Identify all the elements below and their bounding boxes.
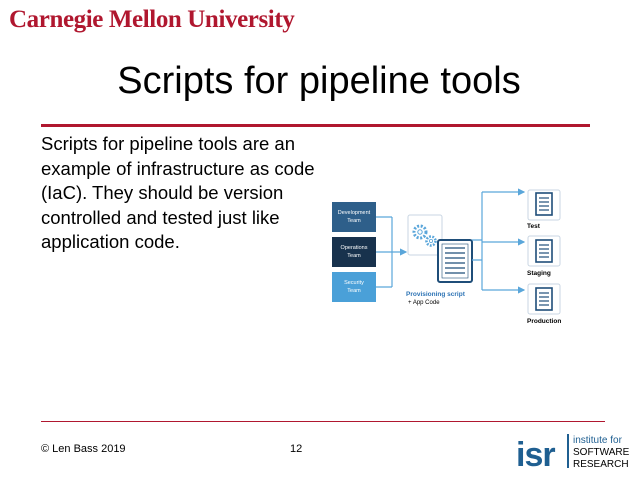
team-merge-connector <box>376 216 406 288</box>
team-label-line1: Development <box>338 210 371 216</box>
test-environment-icon <box>527 189 561 221</box>
script-document-icon <box>437 239 473 283</box>
script-label: Provisioning script <box>406 291 466 298</box>
team-box-operations: Operations Team <box>332 237 376 267</box>
isr-text-line2: SOFTWARE <box>573 447 630 458</box>
slide-title: Scripts for pipeline tools <box>117 60 521 102</box>
pipeline-diagram: Development Team Operations Team Securit… <box>332 188 561 325</box>
team-box-development: Development Team <box>332 202 376 232</box>
team-label-line1: Operations <box>341 245 368 251</box>
gears-icon <box>407 214 443 256</box>
footer-divider <box>41 421 605 422</box>
environment-connector <box>472 191 490 291</box>
environment-label-production: Production <box>527 318 561 325</box>
isr-logo: isr institute for SOFTWARE RESEARCH <box>516 434 630 472</box>
production-environment-icon <box>527 283 561 315</box>
team-label-line1: Security <box>344 280 364 286</box>
isr-text-line3: RESEARCH <box>573 459 629 470</box>
team-label-line2: Team <box>347 288 361 294</box>
team-label-line2: Team <box>347 253 361 259</box>
script-sublabel: + App Code <box>408 300 440 306</box>
slide-body-text: Scripts for pipeline tools are an exampl… <box>41 133 315 253</box>
page-number: 12 <box>290 443 303 455</box>
environment-label-staging: Staging <box>527 270 551 277</box>
staging-environment-icon <box>527 235 561 267</box>
cmu-logo: Carnegie Mellon University <box>9 6 295 33</box>
isr-text-line1: institute for <box>573 435 623 446</box>
title-divider <box>41 124 590 127</box>
environment-label-test: Test <box>527 223 541 230</box>
team-box-security: Security Team <box>332 272 376 302</box>
isr-logo-letters: isr <box>516 436 555 472</box>
team-label-line2: Team <box>347 218 361 224</box>
footer-copyright: © Len Bass 2019 <box>41 443 126 455</box>
